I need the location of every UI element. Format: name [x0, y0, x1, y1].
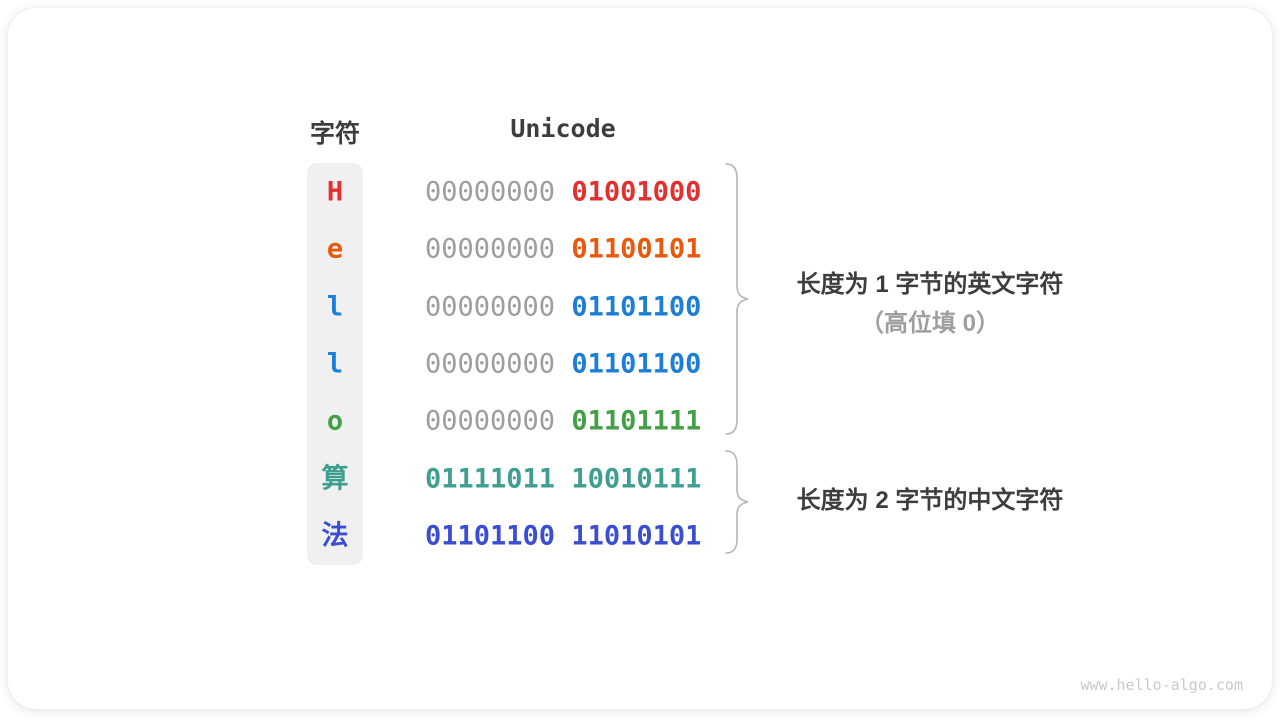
char-column-header: 字符: [309, 120, 360, 148]
annotation-english-line2: （高位填 0）: [859, 310, 1000, 337]
unicode-binary-cell: 00000000 01101111: [425, 408, 701, 435]
brace-chinese-rows: [725, 450, 749, 554]
unicode-binary-cell: 00000000 01101100: [425, 293, 701, 320]
table-row: e 00000000 01100101: [0, 220, 760, 277]
byte-gap: [555, 176, 571, 207]
table-row: H 00000000 01001000: [0, 163, 760, 220]
byte-low: 01101100: [571, 348, 702, 380]
byte-gap: [555, 234, 571, 265]
byte-high: 01111011: [425, 463, 556, 495]
character-cell: 法: [321, 520, 349, 552]
table-row: l 00000000 01101100: [0, 335, 760, 392]
byte-low: 01101100: [571, 291, 702, 323]
character-cell: l: [326, 348, 344, 380]
byte-low: 11010101: [571, 520, 702, 552]
annotation-chinese-chars: 长度为 2 字节的中文字符: [796, 487, 1064, 514]
annotation-english-chars: 长度为 1 字节的英文字符 （高位填 0）: [760, 265, 1100, 343]
table-row: 算 01111011 10010111: [0, 450, 760, 507]
table-row: o 00000000 01101111: [0, 393, 760, 450]
character-cell: e: [326, 233, 344, 265]
unicode-binary-cell: 00000000 01100101: [425, 236, 701, 263]
byte-low: 10010111: [571, 463, 702, 495]
byte-high: 00000000: [425, 233, 556, 265]
unicode-binary-cell: 01111011 10010111: [425, 465, 701, 492]
brace-english-rows: [725, 163, 749, 435]
byte-low: 01001000: [571, 176, 702, 208]
byte-gap: [555, 291, 571, 322]
byte-gap: [555, 521, 571, 552]
byte-high: 01101100: [425, 520, 556, 552]
unicode-binary-cell: 00000000 01001000: [425, 178, 701, 205]
byte-low: 01101111: [571, 405, 702, 437]
diagram-card: [8, 8, 1272, 709]
byte-gap: [555, 406, 571, 437]
table-row: 法 01101100 11010101: [0, 508, 760, 565]
byte-high: 00000000: [425, 176, 556, 208]
character-column-background: [307, 163, 363, 565]
annotation-english-line1: 长度为 1 字节的英文字符: [796, 271, 1064, 298]
byte-high: 00000000: [425, 405, 556, 437]
unicode-binary-cell: 01101100 11010101: [425, 523, 701, 550]
unicode-column-header: Unicode: [510, 114, 616, 143]
encoding-rows: H 00000000 01001000 e 00000000 01100101 …: [0, 163, 760, 565]
byte-high: 00000000: [425, 291, 556, 323]
character-cell: l: [326, 291, 344, 323]
site-watermark: www.hello-algo.com: [1080, 676, 1243, 694]
character-cell: 算: [321, 463, 349, 495]
byte-low: 01100101: [571, 233, 702, 265]
table-row: l 00000000 01101100: [0, 278, 760, 335]
byte-gap: [555, 348, 571, 379]
unicode-binary-cell: 00000000 01101100: [425, 350, 701, 377]
byte-gap: [555, 463, 571, 494]
byte-high: 00000000: [425, 348, 556, 380]
character-cell: o: [326, 405, 344, 437]
character-cell: H: [326, 176, 344, 208]
